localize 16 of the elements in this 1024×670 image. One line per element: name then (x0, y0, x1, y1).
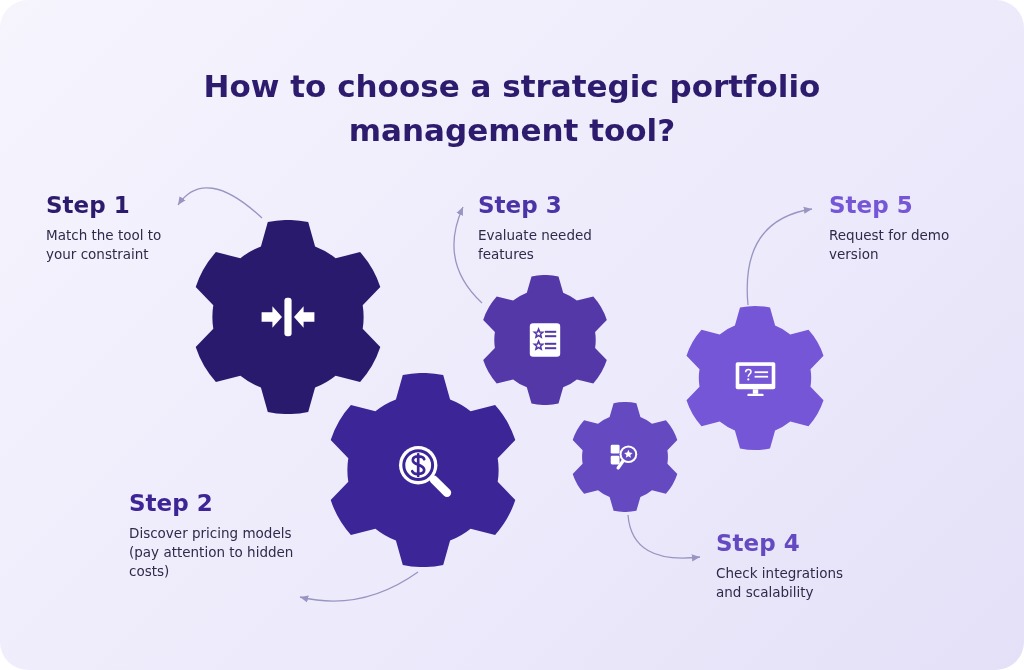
step-description: Request for demo version (829, 226, 951, 264)
step-description: Discover pricing models (pay attention to hidden costs) (129, 524, 295, 581)
step-heading: Step 4 (716, 529, 800, 558)
step-heading: Step 2 (129, 489, 213, 518)
step-description: Evaluate needed features (478, 226, 593, 264)
arrow (299, 571, 419, 603)
arrow (746, 207, 813, 306)
step-heading: Step 3 (478, 191, 562, 220)
step-heading: Step 5 (829, 191, 913, 220)
title: How to choose a strategic portfolio management tool? (202, 67, 822, 150)
step-description: Check integrations and scalability (716, 564, 844, 602)
arrow (453, 206, 483, 304)
step-description: Match the tool to your constraint (46, 226, 163, 264)
arrow (177, 187, 263, 219)
arrow (627, 514, 701, 562)
step-heading: Step 1 (46, 191, 130, 220)
